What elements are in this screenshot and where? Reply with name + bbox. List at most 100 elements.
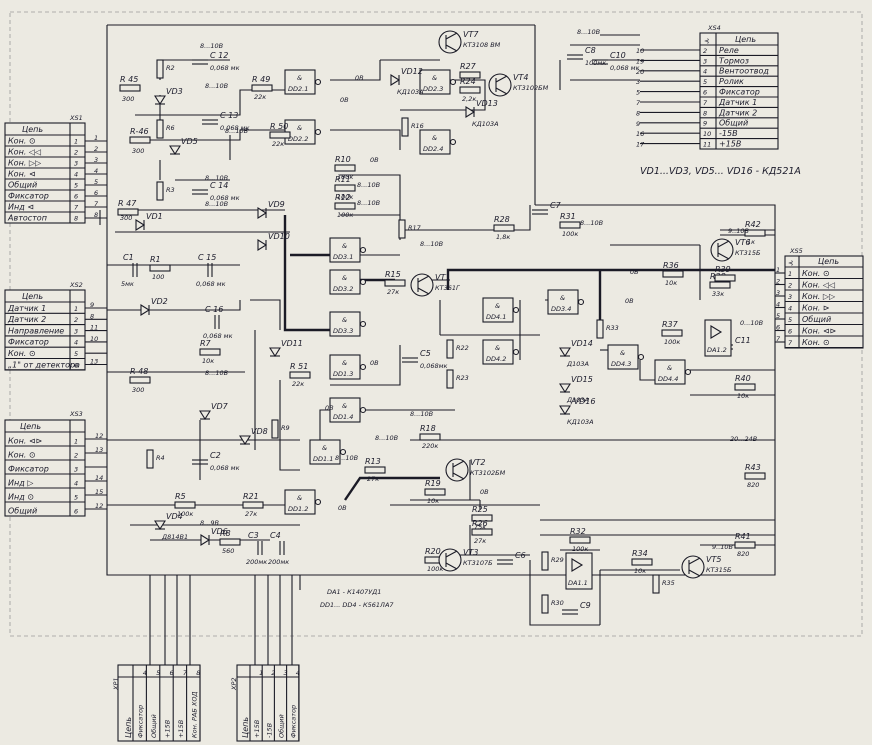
c6-label: С6 (515, 551, 526, 560)
r34-label: R34 (632, 549, 648, 558)
svg-text:XP1: XP1 (112, 677, 120, 691)
diode-triangle (140, 304, 151, 316)
wires (99, 34, 776, 626)
x34-label: Вентоотвод (719, 67, 769, 76)
xs4-wire-number: 17 (636, 141, 645, 149)
resistor (269, 131, 291, 139)
diodes: VD12КД103АVD13КД103АVD14Д103АVD15Д103А/V… (135, 67, 596, 546)
x35-label: Общий (802, 315, 831, 324)
r18-value: 220к (422, 442, 438, 450)
x34-label: +15В (719, 140, 741, 149)
xs4-wire-number: 8 (636, 109, 640, 117)
xs2-wire-number: 10 (90, 335, 98, 343)
resistor (384, 279, 406, 287)
voltage-label: 8...10В (205, 200, 229, 208)
c12-label: С 12 (210, 51, 228, 60)
transistor-body (681, 555, 705, 579)
r26-label: R26 (472, 519, 488, 528)
connector-xs1: XS1 Цепь (4, 114, 86, 224)
gate-symbol: & (342, 242, 347, 250)
r37-label: R37 (662, 320, 679, 329)
vd9-label: VD9 (268, 200, 285, 209)
x31-label: Общий (8, 181, 37, 190)
diode-triangle (154, 95, 166, 106)
x34-label: Тормоз (719, 56, 749, 65)
x34-label: Ролик (719, 77, 744, 86)
r25-value: 75к (474, 523, 486, 531)
xp1-label: Фиксатор (137, 705, 145, 738)
xs5-wire-number: 6 (776, 324, 780, 332)
r25-label: R25 (472, 505, 488, 514)
transistor-collector (445, 550, 458, 558)
dd23-label: DD2.3 (423, 85, 443, 93)
gate-symbol: & (342, 402, 347, 410)
x33-pin: 5 (74, 494, 78, 502)
gate-symbol: & (495, 344, 500, 352)
nand-gate (654, 359, 686, 385)
svg-text:Цепь: Цепь (20, 422, 41, 431)
resistor (334, 164, 356, 172)
x31-pin: 1 (74, 138, 78, 146)
resistor (459, 86, 481, 94)
dd31-label: DD3.1 (333, 253, 353, 261)
xs5-wire-number: 5 (776, 312, 780, 320)
x31-pin: 6 (74, 193, 78, 201)
voltage-label: 0В (340, 96, 349, 104)
vd15-label: VD15 (571, 375, 593, 384)
diode-triangle (465, 106, 476, 118)
gate-symbol: & (432, 74, 437, 82)
x34-pin: 10 (703, 130, 711, 138)
c8-value: 100мк (585, 59, 606, 67)
xs3-wire-number: 13 (95, 446, 103, 454)
resistor (744, 229, 766, 237)
svg-text:Цепь: Цепь (22, 125, 43, 134)
resistor (446, 369, 454, 389)
r48-value: 300 (132, 386, 144, 394)
r15-value: 27к (387, 288, 399, 296)
x32-pin: 5 (74, 350, 78, 358)
svg-text:Цепь: Цепь (124, 717, 133, 738)
r2-label: R2 (166, 64, 175, 72)
x31-pin: 4 (74, 171, 78, 179)
r19-value: 10к (427, 497, 439, 505)
x32-pin: 3 (74, 327, 78, 335)
voltage-label: 8...10В (205, 82, 229, 90)
x32-label: „1" от детектора (8, 360, 80, 369)
x31-pin: 5 (74, 182, 78, 190)
r47-value: 300 (120, 214, 132, 222)
x34-label: Датчик 2 (718, 108, 757, 117)
svg-text:XP2: XP2 (230, 677, 238, 691)
x34-pin: 2 (703, 47, 707, 55)
xs4-wire-number: 5 (636, 89, 640, 97)
gate-symbol: & (297, 124, 302, 132)
dd34-label: DD3.4 (551, 305, 571, 313)
vd3-label: VD3 (166, 87, 183, 96)
c12-value: 0,068 мк (210, 64, 240, 72)
resistor (199, 348, 221, 356)
gate-symbol: & (667, 364, 672, 372)
r3-label: R3 (166, 186, 175, 194)
voltage-label: 8...10В (200, 42, 224, 50)
c16-value: 0,068 мк (203, 332, 233, 340)
vt2-type: КТ3102БМ (470, 469, 506, 477)
r51-value: 22к (292, 380, 304, 388)
x34-label: Фиксатор (719, 88, 760, 97)
x35-label: Кон. ⊳ (802, 304, 830, 313)
c2-value: 0,068 мк (210, 464, 240, 472)
xs1-wire-number: 6 (94, 189, 98, 197)
resistor (471, 514, 493, 522)
resistor (662, 270, 684, 278)
xs4-wire-number: 3 (636, 78, 640, 86)
r46-value: 300 (132, 147, 144, 155)
x34-pin: 8 (703, 109, 707, 117)
resistor (631, 558, 653, 566)
logic-gates: &DD2.1&DD2.2&DD2.3&DD2.4&DD3.1&DD3.2&DD3… (284, 69, 692, 515)
xp2-label: Общий (278, 714, 286, 738)
r12-value: 100к (337, 211, 353, 219)
resistor (334, 184, 356, 192)
c10-label: С10 (610, 51, 626, 60)
diode-triangle (390, 74, 401, 86)
xs3-wire-number: 15 (95, 488, 103, 496)
xs3-wire-number: 14 (95, 474, 103, 482)
